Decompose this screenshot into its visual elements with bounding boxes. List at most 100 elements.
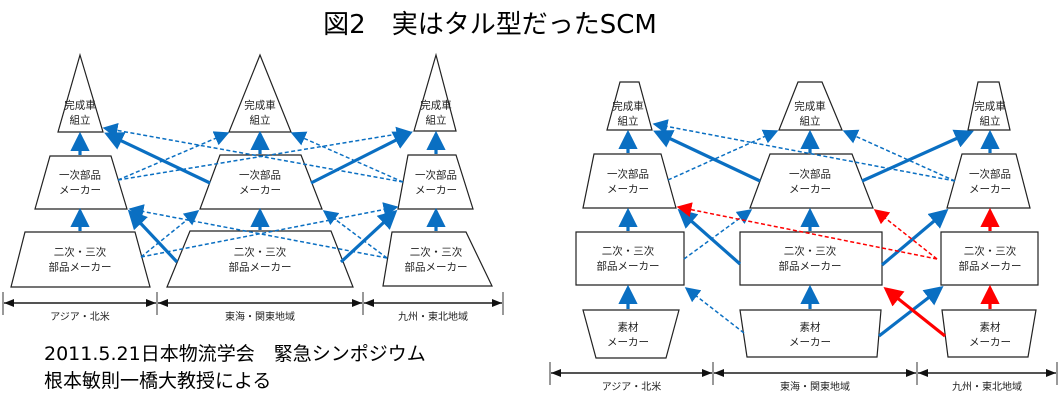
right-diagram: 完成車組立一次部品メーカー二次・三次部品メーカー素材メーカー完成車組立一次部品メ…: [549, 81, 1058, 393]
flow-arrow: [290, 131, 404, 183]
tier2-label: 部品メーカー: [49, 261, 112, 274]
flow-arrow: [653, 130, 761, 183]
flow-arrow: [104, 132, 211, 185]
assembly-label: 組立: [426, 114, 447, 127]
left-diagram: 完成車組立一次部品メーカー二次・三次部品メーカー完成車組立一次部品メーカー二次・…: [2, 52, 504, 323]
assembly-node: [778, 81, 843, 131]
region-label: 東海・関東地域: [225, 310, 295, 323]
left-flows: [70, 123, 446, 264]
tier2-label: 二次・三次: [410, 246, 463, 259]
flow-arrow: [128, 204, 388, 259]
tier1-label: メーカー: [969, 184, 1011, 196]
tier1-label: 一次部品: [59, 169, 101, 182]
tier1-label: 一次部品: [239, 169, 281, 182]
assembly-label: 組立: [800, 115, 821, 128]
flow-arrow: [861, 129, 974, 183]
region-label: 九州・東北地域: [952, 380, 1022, 393]
flow-arrow-red: [883, 287, 946, 338]
tier1-supplier-node: [199, 154, 323, 210]
flow-arrow: [652, 119, 956, 182]
assembly-label: 完成車: [612, 100, 644, 113]
tier1-label: メーカー: [59, 185, 101, 197]
tier1-supplier-node: [946, 153, 1031, 209]
tier1-label: メーカー: [607, 184, 649, 196]
tier2-label: 二次・三次: [964, 245, 1017, 258]
tier2-supplier-node: [382, 231, 493, 287]
tier1-label: 一次部品: [789, 168, 831, 181]
region-label: 九州・東北地域: [398, 310, 468, 323]
assembly-label: 完成車: [794, 100, 826, 113]
flow-arrow: [322, 210, 388, 259]
region-bar: アジア・北米 東海・関東地域 九州・東北地域: [2, 292, 504, 323]
flow-arrow: [667, 129, 779, 181]
region-label: 東海・関東地域: [780, 380, 850, 393]
region-label: アジア・北米: [50, 310, 110, 323]
flow-arrow: [117, 126, 412, 181]
tier2-supplier-node: [166, 230, 354, 288]
tier2-label: 部品メーカー: [405, 261, 468, 274]
tier2-label: 二次・三次: [54, 246, 107, 259]
flow-arrow: [878, 286, 944, 338]
tier2-label: 部品メーカー: [597, 260, 660, 273]
assembly-label: 組立: [70, 114, 91, 127]
assembly-label: 完成車: [64, 99, 96, 112]
right-flows: [618, 119, 1000, 338]
flow-arrow: [842, 129, 956, 182]
tier1-label: メーカー: [239, 185, 281, 197]
flow-arrow: [339, 209, 398, 264]
material-supplier-node: [941, 309, 1037, 358]
assembly-label: 完成車: [420, 99, 452, 112]
assembly-node: [606, 81, 653, 131]
flow-arrow: [117, 131, 230, 181]
flow-arrow: [310, 131, 413, 185]
flow-arrow-red: [873, 209, 938, 260]
tier2-supplier-node: [575, 231, 685, 286]
flow-arrow: [127, 209, 179, 264]
flow-arrow: [677, 208, 742, 266]
material-label: 素材: [800, 321, 821, 334]
flow-arrow: [683, 209, 753, 260]
material-label: メーカー: [789, 337, 831, 349]
tier2-supplier-node: [940, 231, 1039, 286]
tier1-label: メーカー: [789, 184, 831, 196]
tier2-label: 部品メーカー: [959, 260, 1022, 273]
material-supplier-node: [582, 309, 680, 359]
material-label: メーカー: [969, 337, 1011, 349]
tier1-supplier-node: [34, 155, 128, 210]
tier1-label: 一次部品: [415, 169, 457, 182]
material-label: メーカー: [607, 337, 649, 349]
assembly-label: 完成車: [244, 99, 276, 112]
tier1-supplier-node: [397, 154, 474, 210]
assembly-label: 完成車: [974, 100, 1006, 113]
region-label: アジア・北米: [602, 380, 662, 393]
source-line-2: 根本敏則一橋大教授による: [44, 370, 272, 392]
flow-arrow-red: [676, 202, 938, 260]
tier2-label: 部品メーカー: [229, 261, 292, 274]
flow-arrow: [140, 202, 399, 258]
source-line-1: 2011.5.21日本物流学会 緊急シンポジウム: [44, 343, 426, 365]
assembly-node: [967, 81, 1011, 131]
material-supplier-node: [739, 309, 882, 358]
material-label: 素材: [980, 321, 1001, 334]
figure-title: 図2 実はタル型だったSCM: [323, 10, 657, 40]
assembly-label: 組立: [250, 114, 271, 127]
source-citation: 2011.5.21日本物流学会 緊急シンポジウム 根本敏則一橋大教授による: [44, 341, 426, 395]
flow-arrow: [102, 123, 404, 183]
flow-arrow: [140, 210, 200, 258]
tier1-label: 一次部品: [607, 168, 649, 181]
tier2-label: 二次・三次: [234, 246, 287, 259]
tier2-label: 二次・三次: [784, 245, 837, 258]
region-bar: アジア・北米 東海・関東地域 九州・東北地域: [549, 362, 1058, 393]
tier1-supplier-node: [749, 153, 874, 209]
assembly-label: 組立: [618, 115, 639, 128]
tier2-label: 部品メーカー: [779, 260, 842, 273]
tier2-label: 二次・三次: [602, 245, 655, 258]
assembly-label: 組立: [980, 115, 1001, 128]
